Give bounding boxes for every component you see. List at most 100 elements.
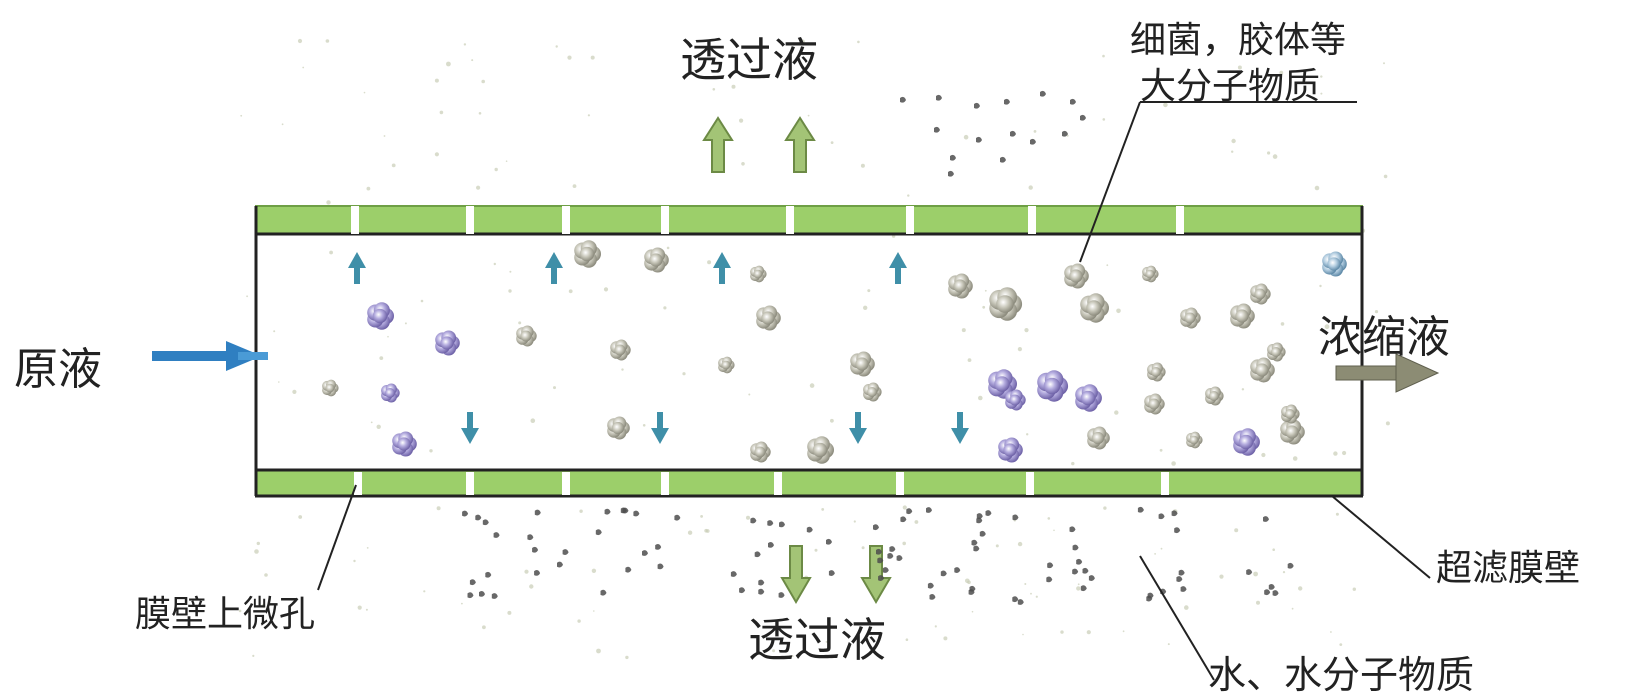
speckle [1219, 574, 1224, 579]
speckle [642, 424, 646, 427]
small-molecule [750, 517, 757, 524]
speckle [366, 547, 369, 549]
small-molecule [906, 508, 913, 515]
speckle [807, 114, 810, 117]
small-molecule [1012, 596, 1019, 603]
small-molecule [1000, 156, 1006, 163]
small-molecule [1171, 510, 1178, 517]
small-molecule [674, 514, 681, 521]
speckle [1024, 583, 1027, 585]
small-molecule [739, 587, 746, 594]
water-label: 水、水分子物质 [1208, 653, 1474, 697]
speckle [423, 590, 426, 593]
flow-up-arrow [713, 252, 731, 284]
speckle [1159, 448, 1163, 452]
small-molecule [534, 569, 541, 576]
small-molecule [971, 539, 978, 546]
small-molecule [887, 552, 894, 559]
top-pore [1028, 206, 1036, 234]
speckle [420, 299, 424, 303]
small-molecule [1082, 567, 1089, 574]
small-molecule [1040, 90, 1046, 97]
speckle [1163, 102, 1168, 108]
speckle [603, 287, 609, 292]
speckle [1102, 118, 1106, 121]
speckle [772, 649, 776, 653]
small-molecule [655, 543, 662, 550]
small-molecule [896, 555, 903, 561]
flow-down-arrow [849, 412, 867, 444]
speckle [707, 260, 712, 265]
speckle [739, 118, 744, 123]
small-molecule [493, 532, 500, 538]
speckle [292, 389, 297, 394]
speckle [365, 608, 368, 611]
speckle [404, 322, 407, 325]
macromolecule-particle [863, 382, 882, 402]
speckle [281, 123, 284, 126]
speckle [1298, 586, 1303, 591]
small-molecule [622, 507, 629, 514]
speckle [1103, 506, 1107, 510]
macromolecule-particle [750, 265, 767, 283]
speckle [907, 194, 910, 197]
speckle [493, 262, 496, 266]
speckle [1383, 62, 1385, 65]
speckle [625, 655, 629, 660]
macromolecule-particle [1144, 393, 1165, 415]
bottom-pore [354, 472, 362, 495]
speckle [436, 506, 441, 511]
speckle [704, 528, 708, 533]
speckle [1035, 595, 1038, 598]
speckle [1339, 643, 1343, 646]
macromolecule-particle [516, 325, 537, 347]
water-leader [1139, 555, 1215, 681]
macromolecule-particle [989, 287, 1023, 321]
speckle [1256, 600, 1260, 605]
macromolecule-particle [1142, 265, 1159, 283]
small-molecule [1047, 562, 1054, 569]
macromolecule-particle [1075, 384, 1102, 412]
speckle [746, 515, 750, 520]
speckle [1352, 587, 1357, 591]
speckle [978, 395, 983, 401]
speckle [825, 640, 828, 643]
speckle [1237, 65, 1242, 70]
small-molecule [485, 571, 492, 578]
speckle [363, 91, 366, 94]
macromolecule-particle [988, 369, 1017, 399]
small-molecule [900, 96, 906, 103]
speckle [524, 569, 529, 574]
small-molecule [730, 571, 737, 577]
macromolecule-particle [1250, 283, 1271, 305]
speckle [791, 655, 794, 658]
speckle [1261, 452, 1266, 458]
speckle [800, 39, 805, 45]
speckle [717, 76, 721, 80]
macromolecule-particle [1233, 428, 1260, 456]
small-molecule [532, 546, 539, 553]
small-molecule [1088, 575, 1095, 581]
speckle [302, 66, 305, 69]
speckle [1319, 284, 1322, 288]
flow-down-arrow [651, 412, 669, 444]
permeate-up-arrow [784, 116, 816, 173]
macromolecule-particle [322, 379, 339, 397]
small-molecule [1176, 576, 1183, 582]
speckle [591, 568, 597, 573]
speckle [329, 250, 333, 255]
speckle [663, 306, 667, 310]
speckle [463, 43, 467, 46]
speckle [1171, 461, 1176, 466]
small-molecule [557, 561, 563, 568]
speckle [1071, 461, 1075, 466]
small-molecule [758, 579, 765, 586]
feed-label: 原液 [14, 344, 102, 395]
speckle [505, 160, 508, 162]
speckle [1060, 630, 1064, 634]
small-molecule [768, 541, 774, 548]
speckle [379, 356, 384, 360]
speckle [1022, 633, 1024, 636]
speckle [252, 654, 255, 658]
speckle [1267, 151, 1271, 155]
